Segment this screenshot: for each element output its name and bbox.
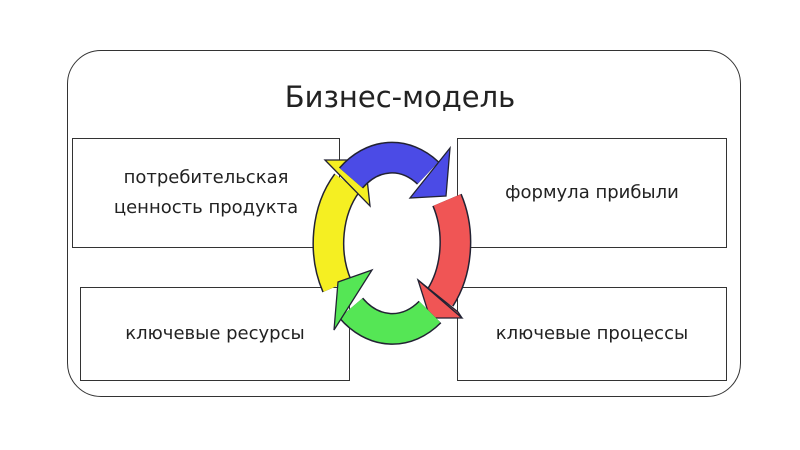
box-key-resources: ключевые ресурсы bbox=[80, 287, 350, 381]
blue-arrow bbox=[338, 141, 451, 199]
box-key-processes: ключевые процессы bbox=[457, 287, 727, 381]
red-arrow bbox=[416, 193, 472, 319]
diagram-title: Бизнес-модель bbox=[284, 80, 516, 114]
business-model-frame bbox=[67, 50, 741, 397]
box-label: ключевые процессы bbox=[495, 323, 689, 344]
box-label: формула прибыли bbox=[505, 182, 679, 203]
box-customer-value: потребительская ценность продукта bbox=[72, 138, 340, 248]
box-label: ключевые ресурсы bbox=[125, 323, 305, 344]
green-arrow bbox=[333, 268, 442, 345]
box-label: потребительская ценность продукта bbox=[113, 167, 299, 218]
box-profit-formula: формула прибыли bbox=[457, 138, 727, 248]
